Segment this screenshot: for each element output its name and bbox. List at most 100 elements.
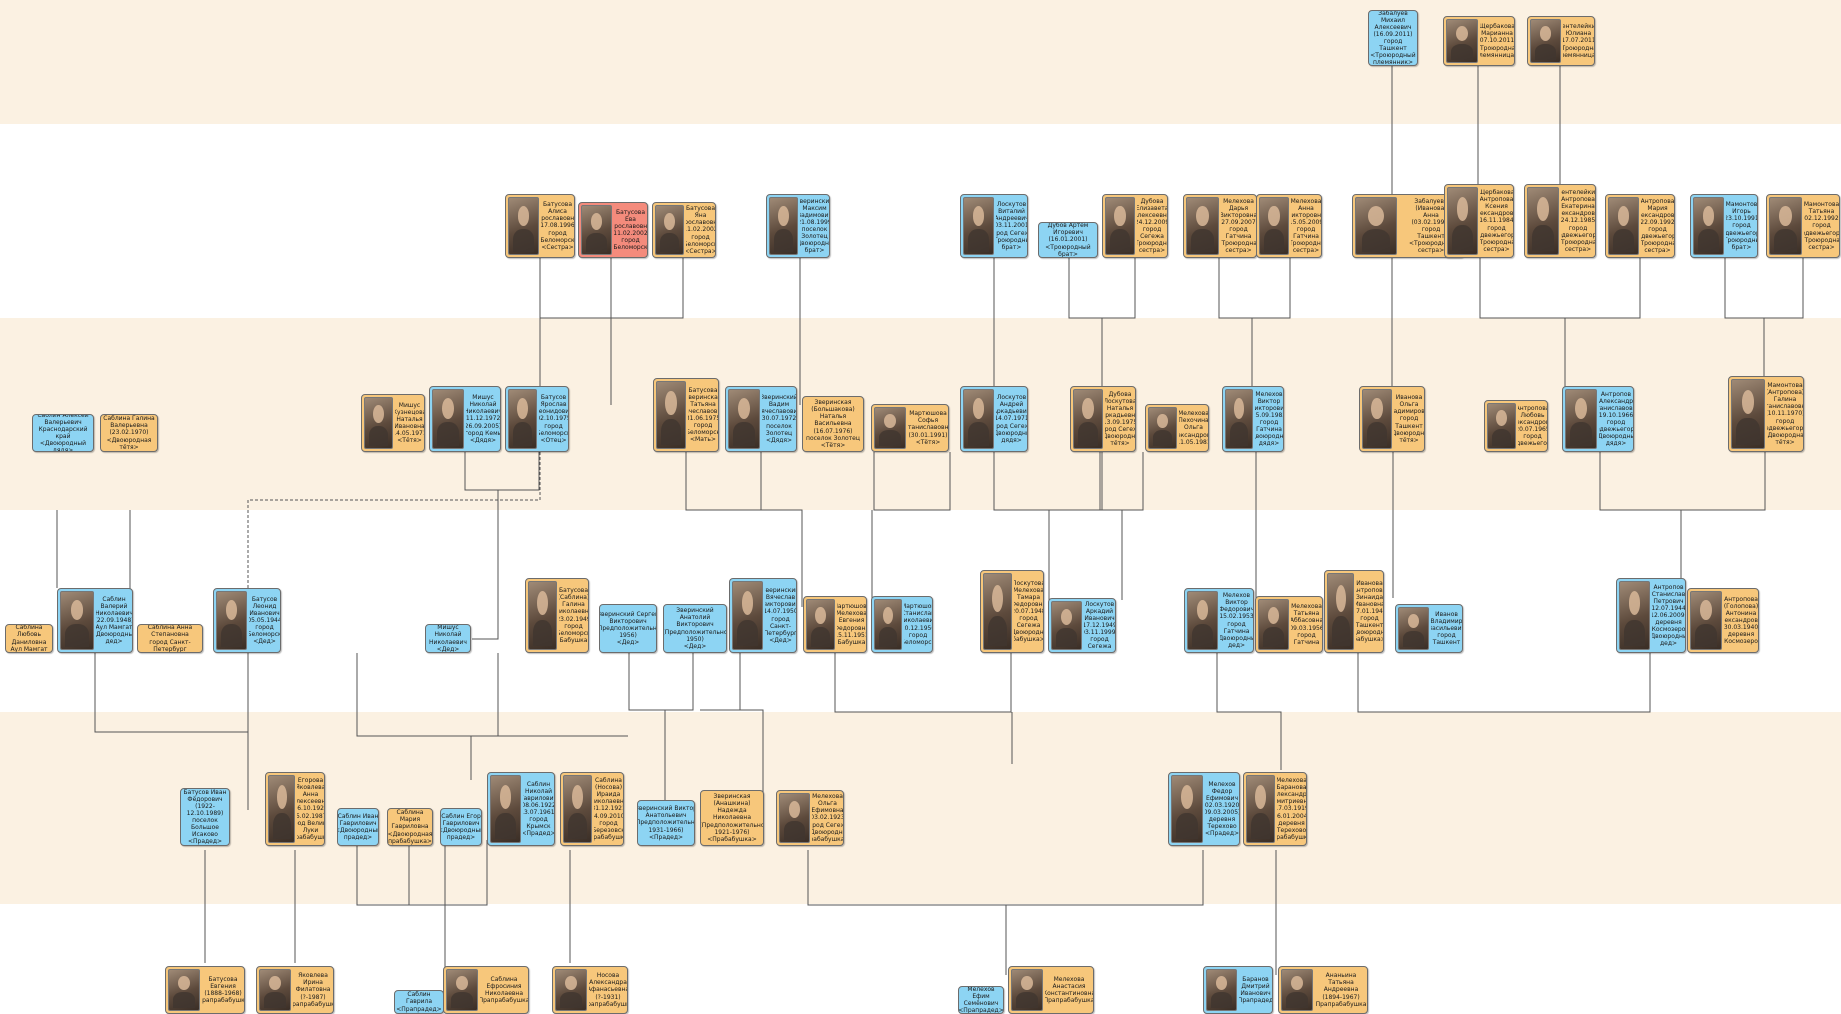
- person-card[interactable]: Антропова (Голопова) Антонина Александро…: [1687, 588, 1759, 653]
- person-card[interactable]: Мелехова Дарья Викторовна (27.09.2007) г…: [1183, 194, 1257, 258]
- person-card[interactable]: Антропов Станислав Петрович (12.07.1944-…: [1616, 578, 1686, 653]
- person-info: Мелехов Федор Ефимович (02.03.1920- 09.0…: [1205, 780, 1239, 838]
- person-card[interactable]: Зверинский Виктор Анатольевич (Предполож…: [637, 800, 695, 846]
- person-card[interactable]: Мишус (Кузнецова) Наталья Ивановна (14.0…: [361, 394, 425, 452]
- person-card[interactable]: Иванов Владимир Васильевич город Ташкент: [1395, 604, 1463, 653]
- person-card[interactable]: Саблина Галина Валерьевна (23.02.1970) <…: [100, 414, 158, 452]
- person-card[interactable]: Батусова Евгения (1888-1968) <Прапрабабу…: [165, 966, 245, 1014]
- person-card[interactable]: Зверинский Анатолий Викторович (Предполо…: [663, 604, 727, 653]
- person-card[interactable]: Антропова Любовь Александровна (20.07.19…: [1484, 400, 1548, 452]
- person-card[interactable]: Иванова (Антропова) Зинаида Ивановна (07…: [1324, 570, 1384, 653]
- person-info: Дубова Елизавета Алексеевна (24.12.2009)…: [1137, 197, 1167, 255]
- person-card[interactable]: Мишус Николай Николаевич <Дед>: [425, 624, 471, 653]
- person-photo: [1281, 969, 1313, 1011]
- person-card[interactable]: Мартюшова Софья Станиславовна (30.01.199…: [871, 404, 949, 452]
- person-card[interactable]: Мартюшов Станислав Николаевич (10.12.195…: [871, 596, 933, 653]
- person-info: Пентелейкин (Антропова) Екатерина Алекса…: [1561, 189, 1595, 253]
- person-card[interactable]: Дубова (Лоскутова) Наталья Аркадьевна (1…: [1070, 386, 1136, 452]
- person-card[interactable]: Дубов Артем Игоревич (16.01.2001) <Троюр…: [1038, 222, 1098, 258]
- person-info: Щербакова Марианна (07.10.2011) <Троюрод…: [1480, 23, 1514, 59]
- person-card[interactable]: Щербакова (Антропова) Ксения Александров…: [1444, 184, 1514, 258]
- person-card[interactable]: Дубова Елизавета Алексеевна (24.12.2009)…: [1102, 194, 1168, 258]
- person-photo: [1011, 969, 1043, 1011]
- person-card[interactable]: Саблина Анна Степановна город Санкт-Пете…: [137, 624, 203, 653]
- person-card[interactable]: Яковлева Ирина Филатовна (?-1987) <Прапр…: [256, 966, 334, 1014]
- person-card[interactable]: Зверинский Вадим Вячеславович (30.07.197…: [725, 386, 797, 452]
- person-info: Зверинская (Большакова) Наталья Васильев…: [806, 399, 860, 449]
- person-info: Лоскутов Виталий Андреевич (03.11.2001) …: [996, 201, 1027, 251]
- person-card[interactable]: Носова Александра Афанасьевна (?-1931) <…: [552, 966, 628, 1014]
- person-info: Саблина Галина Валерьевна (23.02.1970) <…: [103, 415, 155, 451]
- person-card[interactable]: Лоскутов Виталий Андреевич (03.11.2001) …: [960, 194, 1028, 258]
- person-card[interactable]: Мелехова (Баранова) Александра Дмитриевн…: [1243, 772, 1307, 846]
- person-photo: [1105, 197, 1135, 255]
- person-info: Мартюшова Софья Станиславовна (30.01.199…: [908, 410, 948, 446]
- person-card[interactable]: Мелехова Анастасия Константиновна <Прапр…: [1008, 966, 1094, 1014]
- person-card[interactable]: Зверинская (Большакова) Наталья Васильев…: [802, 396, 864, 452]
- person-card[interactable]: Мелехов Виктор Викторович (25.09.1983) г…: [1222, 386, 1284, 452]
- person-card[interactable]: Егорова (Яковлева) Анна Алексеевна (06.1…: [265, 772, 325, 846]
- person-card[interactable]: Мишус Николай Николаевич (11.12.1972- 26…: [429, 386, 501, 452]
- person-card[interactable]: Саблин Николай Гаврилович (08.06.1922- 1…: [487, 772, 555, 846]
- person-card[interactable]: Пентелейкин Юлиана (17.07.2011) <Троюрод…: [1527, 16, 1595, 66]
- person-info: Батусова Ева Ярославовна (11.02.2002) го…: [614, 208, 647, 252]
- person-info: Баранов Дмитрий Иванович <Прапрадед>: [1239, 975, 1272, 1005]
- person-card[interactable]: Антропова Мария Александровна (22.09.199…: [1605, 194, 1675, 258]
- person-card[interactable]: Саблина Мария Гавриловна <Двоюродная пра…: [387, 808, 433, 846]
- person-card[interactable]: Зверинский Сергей Викторович (Предположи…: [599, 604, 657, 653]
- person-card[interactable]: Саблина Любовь Даниловна Аул Мамгат: [5, 624, 53, 653]
- person-photo: [259, 969, 291, 1011]
- person-card[interactable]: Мелехова Анна Викторовна (15.05.2009) го…: [1256, 194, 1322, 258]
- person-card[interactable]: Саблин Валерий Николаевич (22.09.1948) А…: [57, 588, 133, 653]
- person-card[interactable]: Батусов Иван Фёдорович (1922-12.10.1989)…: [180, 788, 230, 846]
- person-card[interactable]: Лоскутов Андрей Аркадьевич (14.07.1971) …: [960, 386, 1028, 452]
- person-card[interactable]: Зверинская (Анашкина) Надежда Николаевна…: [700, 790, 764, 846]
- person-card[interactable]: Батусова Алиса Ярославовна (17.08.1996) …: [505, 194, 575, 258]
- person-card[interactable]: Баранов Дмитрий Иванович <Прапрадед>: [1203, 966, 1273, 1014]
- person-card[interactable]: Лоскутов Аркадий Иванович (17.12.1949- 0…: [1048, 598, 1116, 653]
- person-card[interactable]: Мелехов Ефим Семёнович <Прапрадед>: [958, 986, 1004, 1014]
- person-card[interactable]: Мамонтова Татьяна (02.12.1992) город Мед…: [1766, 194, 1840, 258]
- person-card[interactable]: Саблин Алексей Валерьевич Краснодарский …: [32, 414, 94, 452]
- person-card[interactable]: Антропов Александр Станиславович (19.10.…: [1562, 386, 1634, 452]
- person-card[interactable]: Лоскутова (Мелехова) Тамара Федоровна (2…: [980, 570, 1044, 653]
- person-info: Мелехов Виктор Федорович (15.02.1953) го…: [1220, 592, 1253, 649]
- person-card[interactable]: Зверинский Вячеслав Викторович (14.07.19…: [729, 578, 797, 653]
- person-info: Мелехова (Баранова) Александра Дмитриевн…: [1277, 777, 1306, 841]
- person-card[interactable]: Батусова (Зверинская) Татьяна Вячеславов…: [653, 378, 719, 452]
- person-card[interactable]: Батусов Леонид Иванович (05.05.1944) гор…: [213, 588, 281, 653]
- person-card[interactable]: Батусов Ярослав Леонидович (02.10.1975) …: [505, 386, 569, 452]
- person-card[interactable]: Мамонтов Игорь (23.10.1991) город Медвеж…: [1690, 194, 1758, 258]
- person-card[interactable]: Забалуев Михаил Алексеевич (16.09.2011) …: [1368, 10, 1418, 66]
- person-info: Мелехов Ефим Семёнович <Прапрадед>: [959, 987, 1003, 1013]
- person-card[interactable]: Саблин Егор Гаврилович <Двоюродный праде…: [440, 808, 482, 846]
- person-card[interactable]: Ананьина Татьяна Андреевна (1894-1967) <…: [1278, 966, 1368, 1014]
- person-card[interactable]: Мелехова Татьяна Аббасовна (09.03.1956) …: [1255, 596, 1323, 653]
- person-card[interactable]: Иванова Ольга Владимировна город Ташкент…: [1359, 386, 1425, 452]
- person-card[interactable]: Мамонтова (Антропова) Галина Станиславов…: [1728, 376, 1804, 452]
- person-card[interactable]: Мелехов Федор Ефимович (02.03.1920- 09.0…: [1168, 772, 1240, 846]
- person-card[interactable]: Зверинский Максим Вадимович (21.08.1999)…: [766, 194, 830, 258]
- person-info: Саблин Егор Гаврилович <Двоюродный праде…: [441, 812, 481, 842]
- person-photo: [528, 581, 557, 650]
- person-card[interactable]: Щербакова Марианна (07.10.2011) <Троюрод…: [1443, 16, 1515, 66]
- person-info: Батусова (Саблина) Галина Николаевна (23…: [559, 587, 588, 644]
- person-card[interactable]: Батусова (Саблина) Галина Николаевна (23…: [525, 578, 589, 653]
- person-card[interactable]: Саблина Ефросиния Николаевна <Прапрабабу…: [443, 966, 529, 1014]
- person-card[interactable]: Мелехова (Пехочина) Ольга Александровна …: [1145, 404, 1209, 452]
- person-info: Зверинский Сергей Викторович (Предположи…: [600, 610, 656, 647]
- person-photo: [806, 599, 835, 650]
- person-card[interactable]: Мелехов Виктор Федорович (15.02.1953) го…: [1184, 588, 1254, 653]
- person-card[interactable]: Саблин Иван Гаврилович <Двоюродный праде…: [337, 808, 379, 846]
- person-card[interactable]: Батусова Ева Ярославовна (11.02.2002) го…: [578, 202, 648, 258]
- person-card[interactable]: Саблин Гаврила <Прапрадед>: [394, 990, 444, 1014]
- person-info: Иванов Владимир Васильевич город Ташкент: [1431, 610, 1462, 647]
- person-card[interactable]: Мартюшова (Мелехова) Евгения Федоровна (…: [803, 596, 867, 653]
- person-card[interactable]: Батусова Яна Ярославовна (11.02.2002) го…: [652, 202, 716, 258]
- person-card[interactable]: Пентелейкин (Антропова) Екатерина Алекса…: [1524, 184, 1596, 258]
- person-photo: [1446, 19, 1478, 63]
- person-info: Егорова (Яковлева) Анна Алексеевна (06.1…: [297, 777, 324, 841]
- person-card[interactable]: Саблина (Носова) Ираида Николаевна (31.1…: [560, 772, 624, 846]
